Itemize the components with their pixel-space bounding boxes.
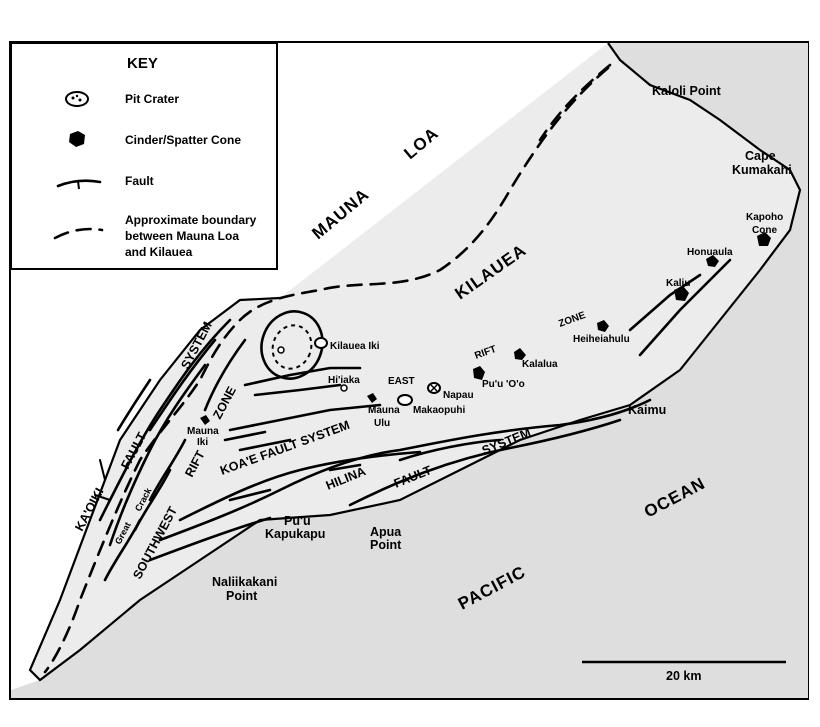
key-cinder-cone-label: Cinder/Spatter Cone [125,133,241,147]
label-heiheiahulu: Heiheiahulu [573,334,630,345]
kaliu-vent [674,286,689,301]
napau-marker [430,384,438,392]
puu-oo-vent [473,366,485,380]
label-east: EAST [388,376,415,387]
key-box [10,42,278,270]
label-makaopuhi: Makaopuhi [413,405,465,416]
key-boundary-label-2: between Mauna Loa [125,229,239,243]
boundary-line-upper [538,63,612,142]
label-naliikakani-point: Point [226,589,258,603]
ocean-area [11,43,808,698]
label-honuaula: Honuaula [687,247,733,258]
label-puu: Pu'u [284,514,311,528]
scale-bar-label: 20 km [666,669,701,683]
label-hiiaka: Hi'iaka [328,375,360,386]
coastline [28,42,802,682]
label-kaimu: Kaimu [628,403,666,417]
key-boundary-label-3: and Kilauea [125,245,193,259]
fault-icon [56,179,102,190]
label-puu-oo: Pu'u 'O'o [482,379,525,390]
label-mauna-ulu-2: Ulu [374,418,390,429]
label-mauna-iki-2: Iki [197,437,208,448]
key-pit-crater-label: Pit Crater [125,92,179,106]
label-napau: Napau [443,390,474,401]
vents [200,232,771,425]
label-kapukapu: Kapukapu [265,527,325,541]
koae-faults [223,366,382,452]
kilauea-iki-crater [314,337,328,349]
east-rift-faults [628,258,732,357]
label-mauna-ulu-1: Mauna [368,405,400,416]
makaopuhi-crater [397,394,413,406]
kalalua-vent [514,348,526,360]
southwest-faults [94,318,247,582]
heiheiahulu-vent [597,320,609,332]
label-apua: Apua [370,525,402,539]
key-boundary-label-1: Approximate boundary [125,213,257,227]
key-title: KEY [127,55,158,72]
pit-crater-icon [65,91,89,107]
label-naliikakani: Naliikakani [212,575,277,589]
key-fault-label: Fault [125,174,154,188]
honuaula-vent [706,255,719,267]
label-kaliu: Kaliu [666,278,690,289]
label-kalalua: Kalalua [522,359,558,370]
label-mauna-iki-1: Mauna [187,426,219,437]
hilina-faults [148,398,652,562]
hiiaka-crater [340,384,348,392]
boundary-dash-icon [53,227,104,240]
label-cape: Cape [745,149,776,163]
mauna-ulu-vent [367,393,377,403]
label-kumakahi: Kumakahi [732,163,792,177]
label-cone: Cone [752,225,777,236]
boundary-line [43,66,610,674]
label-apua-point: Point [370,538,402,552]
label-kilauea-iki: Kilauea Iki [330,341,380,352]
label-kaloli-point: Kaloli Point [652,84,722,98]
kapoho-cone-vent [757,232,771,246]
cinder-cone-icon [69,131,85,147]
label-kapoho: Kapoho [746,212,783,223]
mauna-iki-vent [200,415,210,425]
